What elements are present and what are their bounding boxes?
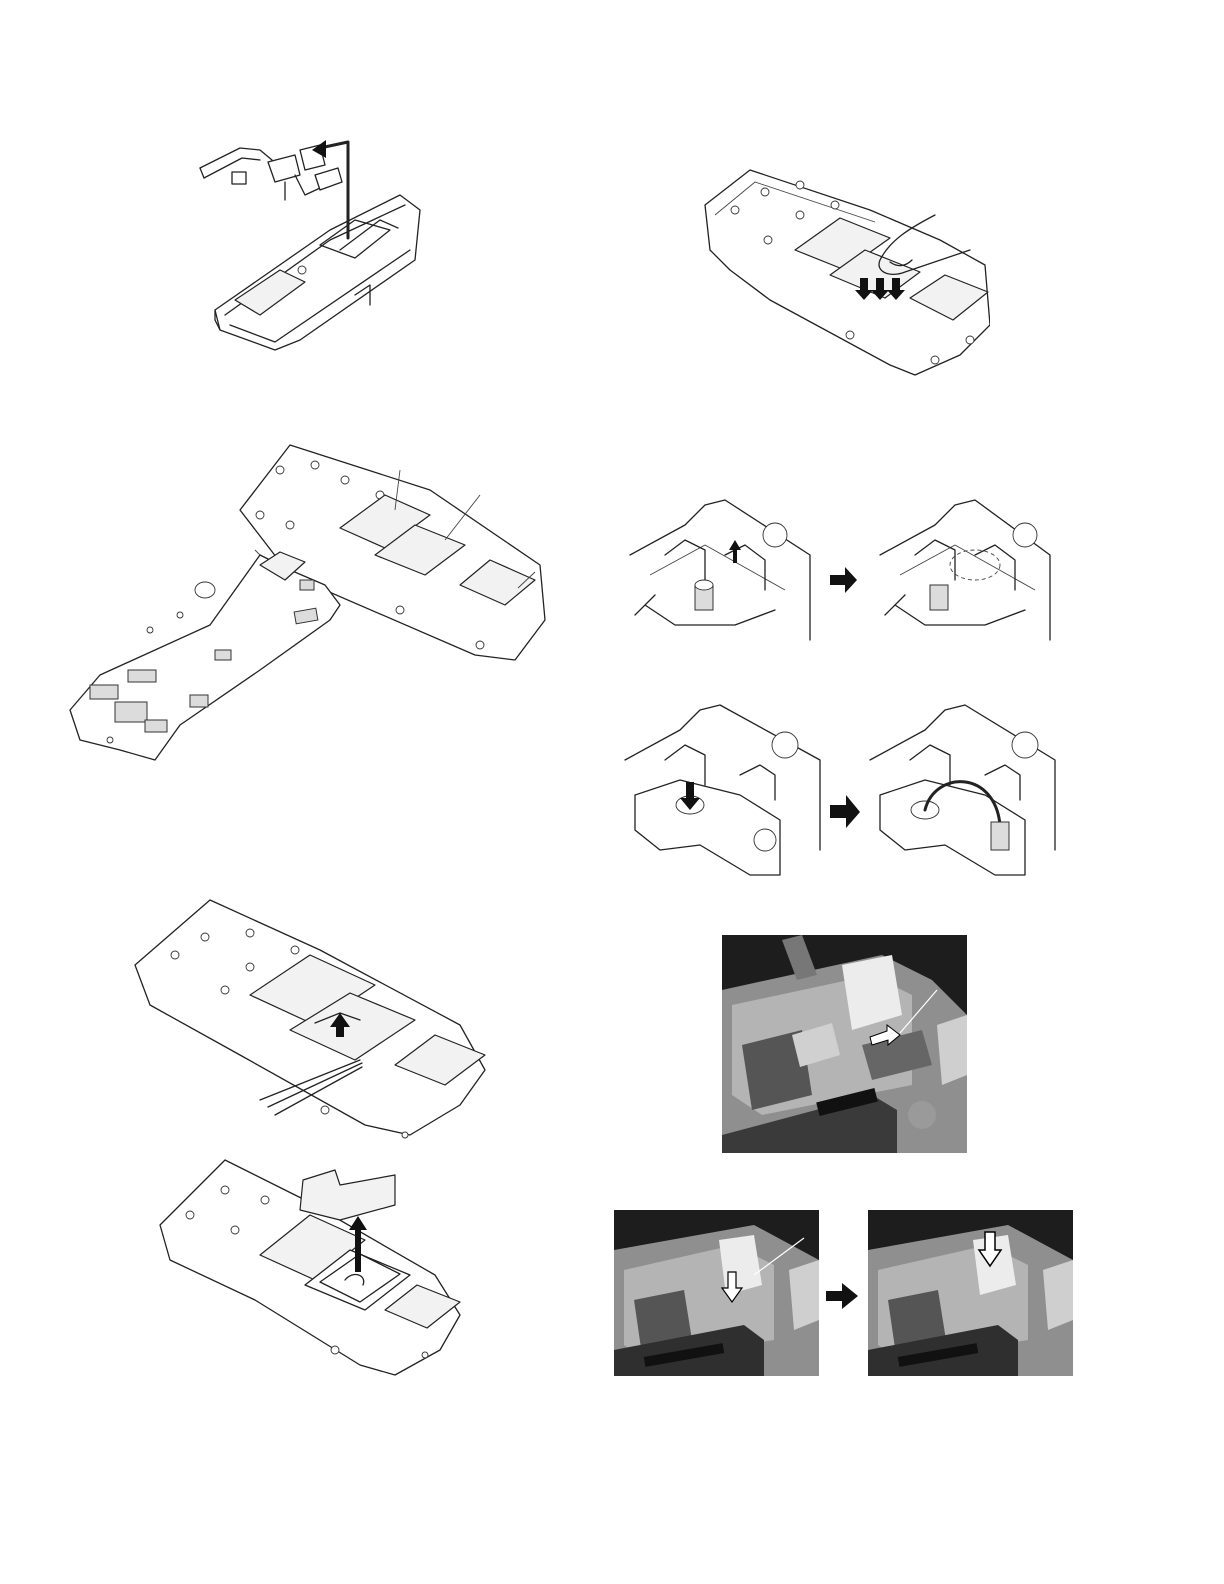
fig-photo-connector bbox=[722, 935, 967, 1153]
fig-connector-insert bbox=[620, 700, 1060, 890]
fig-chassis-flex-removal bbox=[180, 120, 440, 370]
fig-two-boards bbox=[60, 440, 550, 770]
fig-board-press-shield bbox=[690, 150, 990, 385]
fig-photo-press-left bbox=[614, 1210, 819, 1376]
right-arrow-icon bbox=[830, 567, 857, 593]
fig-shield-lift-tweezers bbox=[130, 895, 495, 1140]
right-arrow-icon bbox=[826, 1283, 860, 1309]
fig-shield-cover-removed bbox=[155, 1150, 465, 1380]
fig-connector-lift bbox=[625, 495, 1055, 645]
fig-photo-press-right bbox=[868, 1210, 1073, 1376]
right-arrow-icon bbox=[830, 795, 860, 828]
